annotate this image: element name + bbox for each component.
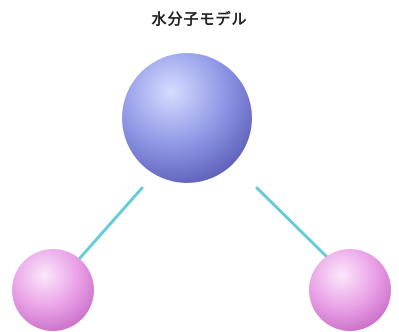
diagram-title: 水分子モデル: [151, 10, 248, 28]
hydrogen-atom-left: [12, 249, 94, 331]
hydrogen-atom-right: [309, 249, 391, 331]
oxygen-atom: [122, 53, 252, 183]
bond-left: [78, 186, 144, 260]
bond-right: [255, 186, 330, 260]
